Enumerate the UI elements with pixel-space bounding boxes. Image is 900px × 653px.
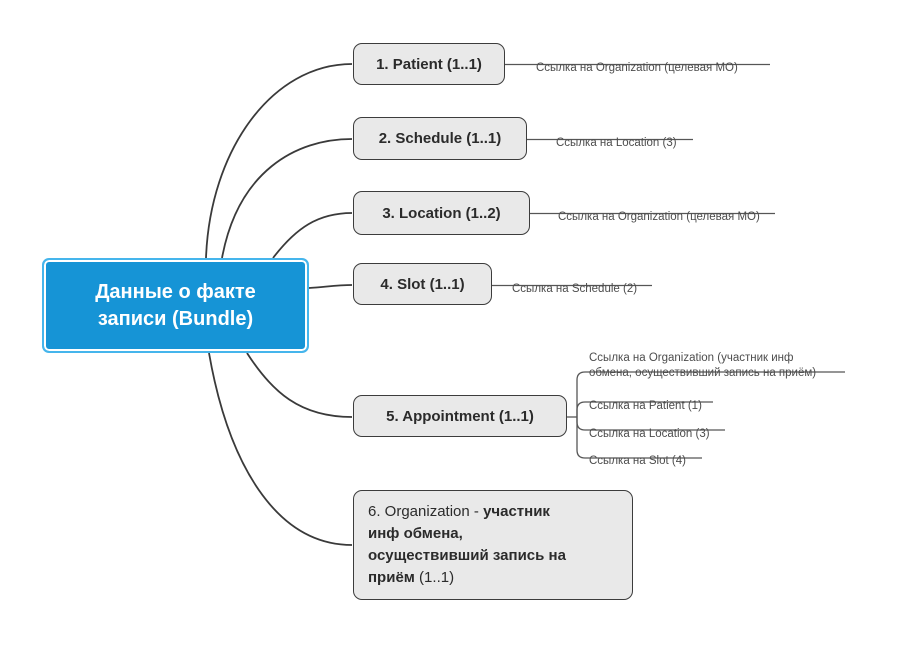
branch-curve-patient [205, 63, 353, 259]
root-topic[interactable]: Данные о факте записи (Bundle) [42, 258, 309, 353]
topic-patient-label: 1. Patient (1..1) [376, 55, 482, 73]
appointment-child-line-2 [576, 401, 713, 417]
child-appointment-ref-organization[interactable]: Ссылка на Organization (участник инф обм… [589, 352, 817, 379]
topic-slot[interactable]: 4. Slot (1..1) [353, 263, 492, 305]
topic-organization-label: 6. Organization - участник инф обмена, о… [368, 503, 566, 586]
topic-schedule-label: 2. Schedule (1..1) [378, 130, 502, 147]
child-appointment-ref-location[interactable]: Ссылка на Location (3) [589, 428, 710, 440]
topic-appointment[interactable]: 5. Appointment (1..1) [353, 395, 567, 437]
appointment-child-line-4 [576, 417, 702, 459]
appointment-child-line-1 [576, 371, 845, 417]
child-appointment-ref-patient[interactable]: Ссылка на Patient (1) [589, 400, 702, 412]
branch-curve-organization [208, 352, 353, 546]
branch-curve-location [272, 212, 353, 259]
child-location-ref-organization[interactable]: Ссылка на Organization (целевая МО) [558, 211, 760, 223]
root-topic-label: Данные о факте записи (Bundle) [95, 280, 256, 330]
topic-location[interactable]: 3. Location (1..2) [353, 191, 530, 235]
branch-curve-appointment [246, 352, 353, 418]
branch-curve-schedule [221, 138, 353, 259]
child-patient-ref-organization[interactable]: Ссылка на Organization (целевая МО) [536, 62, 738, 74]
topic-slot-label: 4. Slot (1..1) [380, 275, 465, 293]
topic-organization[interactable]: 6. Organization - участник инф обмена, о… [353, 490, 633, 600]
topic-location-label: 3. Location (1..2) [382, 204, 501, 222]
child-slot-ref-schedule[interactable]: Ссылка на Schedule (2) [512, 283, 638, 295]
child-appointment-ref-slot[interactable]: Ссылка на Slot (4) [589, 455, 686, 467]
topic-schedule[interactable]: 2. Schedule (1..1) [353, 117, 527, 160]
branch-curve-slot [308, 284, 353, 289]
topic-patient[interactable]: 1. Patient (1..1) [353, 43, 505, 85]
topic-appointment-label: 5. Appointment (1..1) [386, 407, 534, 425]
child-schedule-ref-location[interactable]: Ссылка на Location (3) [556, 137, 677, 149]
